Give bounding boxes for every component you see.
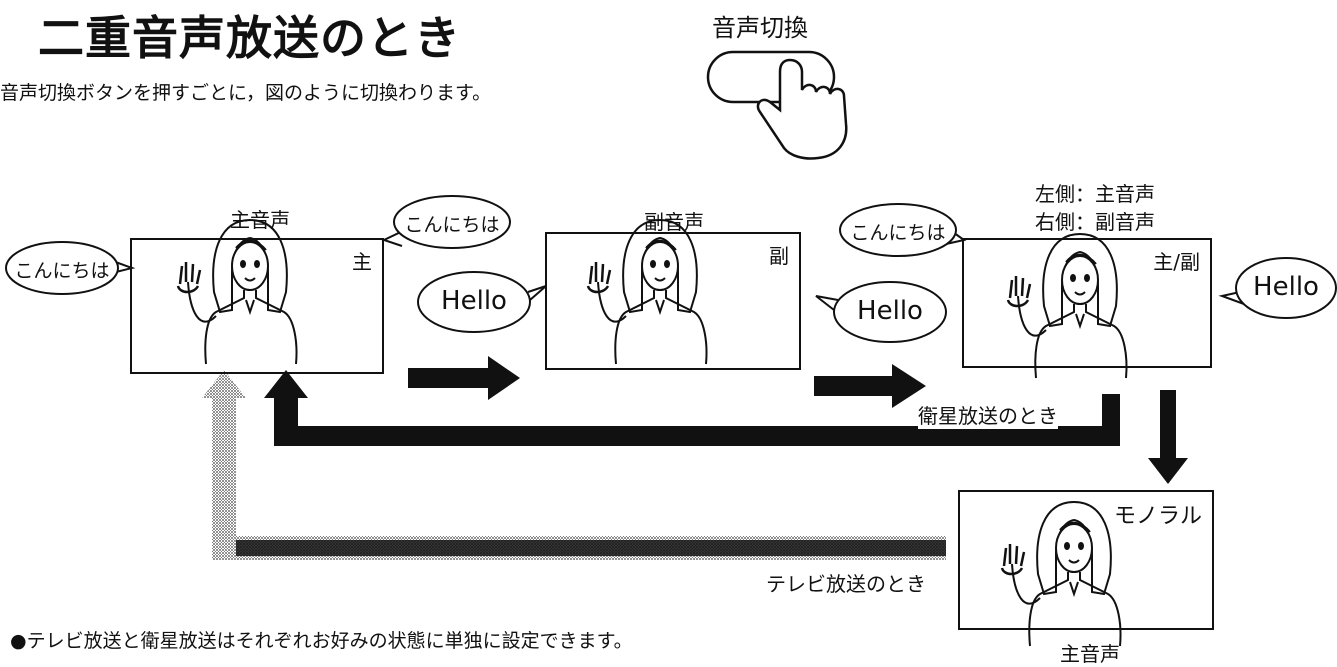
page-title: 二重音声放送のとき xyxy=(38,11,461,65)
bubble-greeting-1: こんにちは xyxy=(14,260,110,282)
bubble-greeting-1-shape xyxy=(5,241,119,295)
screen-sub-audio: 副 xyxy=(545,232,801,370)
bubble-hello-2-shape xyxy=(833,281,947,343)
screen-main-sub-audio: 主/副 xyxy=(962,238,1212,368)
bubble-greeting-3: こんにちは xyxy=(850,222,946,244)
screen-mono-audio: モノラル xyxy=(958,490,1214,630)
bubble-greeting-3-shape xyxy=(839,203,957,257)
caption-main-audio: 主音声 xyxy=(230,208,290,232)
arrow-return-satellite xyxy=(264,370,1120,446)
mode-mark-mono: モノラル xyxy=(1113,504,1202,529)
caption-sub-audio: 副音声 xyxy=(644,210,704,234)
arrow-forward-2 xyxy=(814,364,926,408)
intro-text: 音声切換ボタンを押すごとに，図のように切換わります。 xyxy=(0,82,492,104)
screen-main-audio: 主 xyxy=(130,238,384,374)
arrow-return-tv xyxy=(202,370,946,560)
caption-right-sub: 右側：副音声 xyxy=(1035,210,1155,234)
satellite-path-label: 衛星放送のとき xyxy=(918,400,1058,429)
mode-mark-main: 主 xyxy=(352,250,372,274)
tv-path-label: テレビ放送のとき xyxy=(766,568,926,597)
caption-mono-main: 主音声 xyxy=(1060,642,1120,666)
bubble-greeting-2: こんにちは xyxy=(404,214,500,236)
bubble-hello-1-shape xyxy=(417,271,531,333)
arrow-down-mono xyxy=(1148,390,1188,484)
mode-mark-sub: 副 xyxy=(769,244,789,268)
arrow-forward-1 xyxy=(408,356,520,400)
bubble-greeting-2-shape xyxy=(393,195,511,249)
bubble-hello-3-shape xyxy=(1235,257,1337,319)
bubble-hello-1: Hello xyxy=(441,286,507,316)
footnote: ●テレビ放送と衛星放送はそれぞれお好みの状態に単独に設定できます。 xyxy=(10,630,633,652)
bubble-hello-2: Hello xyxy=(857,296,923,326)
mode-mark-main-sub: 主/副 xyxy=(1153,250,1200,274)
audio-switch-label: 音声切換 xyxy=(712,14,808,42)
caption-left-main: 左側：主音声 xyxy=(1035,182,1155,206)
bubble-hello-3: Hello xyxy=(1253,272,1319,302)
